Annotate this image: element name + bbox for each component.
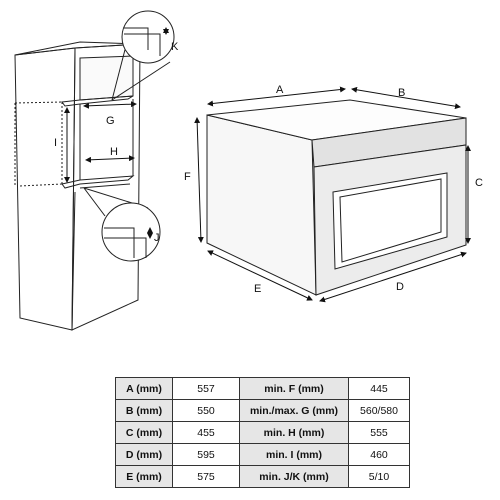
detail-callout-j (83, 187, 161, 262)
label-e: E (254, 283, 261, 295)
table-key: min. H (mm) (239, 421, 349, 444)
upper-shelf (61, 95, 134, 107)
niche-dashed-outline (14, 101, 63, 104)
table-key: min. F (mm) (239, 377, 349, 400)
table-key: min./max. G (mm) (239, 399, 349, 422)
table-row: D (mm) 595 min. I (mm) 460 (115, 443, 410, 466)
table-key: E (mm) (115, 465, 173, 488)
table-row: B (mm) 550 min./max. G (mm) 560/580 (115, 399, 410, 422)
label-j: J (154, 232, 160, 244)
dimension-b (351, 86, 461, 110)
table-value: 575 (172, 465, 240, 488)
oven-side (206, 114, 317, 296)
table-key: A (mm) (115, 377, 173, 400)
dimension-f (194, 117, 204, 243)
table-value: 555 (348, 421, 410, 444)
label-b: B (398, 87, 405, 99)
table-row: E (mm) 575 min. J/K (mm) 5/10 (115, 465, 410, 488)
dimension-h: H (85, 146, 135, 163)
cabinet-top (14, 41, 141, 56)
table-value: 455 (172, 421, 240, 444)
detail-callout-k (111, 10, 175, 101)
oven-window (332, 172, 448, 270)
table-value: 595 (172, 443, 240, 466)
cabinet-front (14, 47, 76, 331)
dimension-d (319, 251, 467, 303)
dimension-i: I (54, 107, 70, 183)
dimension-a (207, 86, 346, 107)
table-key: D (mm) (115, 443, 173, 466)
table-value: 550 (172, 399, 240, 422)
label-g: G (106, 115, 115, 127)
table-row: A (mm) 557 min. F (mm) 445 (115, 377, 410, 400)
label-k: K (171, 41, 179, 53)
table-value: 557 (172, 377, 240, 400)
label-f: F (184, 171, 191, 183)
label-h: H (110, 146, 118, 158)
table-key: B (mm) (115, 399, 173, 422)
table-value: 5/10 (348, 465, 410, 488)
label-d: D (396, 281, 404, 293)
oven-dimensions (194, 86, 471, 303)
dimension-e (207, 250, 313, 301)
table-key: min. J/K (mm) (239, 465, 349, 488)
label-i: I (54, 137, 57, 149)
table-row: C (mm) 455 min. H (mm) 555 (115, 421, 410, 444)
cabinet-drawing (14, 41, 141, 331)
dimension-g: G (83, 101, 137, 127)
table-value: 445 (348, 377, 410, 400)
upper-niche (79, 55, 134, 101)
label-a: A (276, 84, 284, 96)
label-c: C (475, 177, 483, 189)
table-value: 560/580 (348, 399, 410, 422)
table-key: min. I (mm) (239, 443, 349, 466)
table-key: C (mm) (115, 421, 173, 444)
dimension-table: A (mm) 557 min. F (mm) 445 B (mm) 550 mi… (115, 377, 410, 488)
installation-drawing: I G H K J (14, 10, 483, 331)
table-value: 460 (348, 443, 410, 466)
